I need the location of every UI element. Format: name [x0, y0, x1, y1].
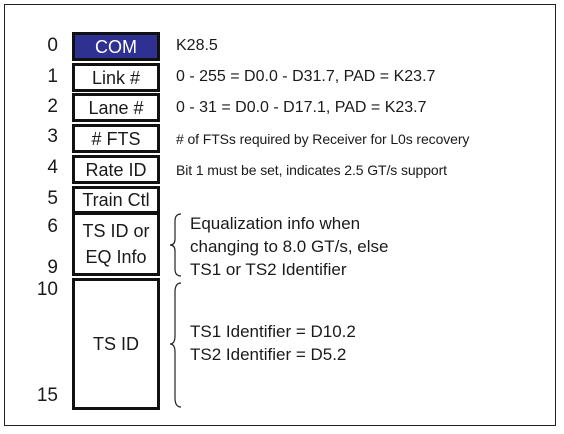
ts-id-info-line-2: TS2 Identifier = D5.2	[190, 345, 347, 364]
lane-number-description: 0 - 31 = D0.0 - D17.1, PAD = K23.7	[176, 99, 427, 116]
row-number-4: 4	[47, 157, 58, 178]
com-cell: COM	[72, 32, 160, 61]
train-ctl-label: Train Ctl	[82, 190, 150, 210]
ts-id-or-label: TS ID or	[82, 221, 150, 241]
eq-info-line-1: Equalization info when	[190, 214, 361, 233]
row-number-15: 15	[36, 385, 58, 406]
row-number-5: 5	[47, 188, 58, 209]
row-number-3: 3	[47, 126, 58, 147]
ts-id-cell: TS ID	[72, 278, 160, 410]
fts-cell: # FTS	[72, 124, 160, 153]
link-number-description: 0 - 255 = D0.0 - D31.7, PAD = K23.7	[176, 68, 436, 85]
rate-id-cell: Rate ID	[72, 155, 160, 184]
eq-info-line-3: TS1 or TS2 Identifier	[190, 260, 347, 279]
train-ctl-cell: Train Ctl	[72, 186, 160, 214]
lane-number-label: Lane #	[88, 97, 144, 118]
lane-number-cell: Lane #	[72, 93, 160, 122]
eq-info-brace	[169, 213, 182, 277]
link-number-cell: Link #	[72, 63, 160, 92]
eq-info-line-2: changing to 8.0 GT/s, else	[190, 237, 389, 256]
row-number-6: 6	[47, 216, 58, 237]
eq-info-label: EQ Info	[85, 247, 147, 267]
row-number-2: 2	[47, 96, 58, 117]
row-number-1: 1	[47, 66, 58, 87]
ts-id-info-line-1: TS1 Identifier = D10.2	[190, 322, 356, 341]
row-number-0: 0	[47, 35, 58, 56]
fts-description: # of FTSs required by Receiver for L0s r…	[176, 131, 470, 147]
ts-id-brace	[169, 282, 182, 408]
row-number-10: 10	[36, 279, 58, 300]
link-number-label: Link #	[91, 67, 141, 88]
diagram-frame	[4, 4, 556, 426]
rate-id-label: Rate ID	[85, 159, 147, 180]
ts-id-or-eq-info-cell: TS ID or EQ Info	[72, 212, 160, 276]
com-description: K28.5	[176, 37, 218, 54]
fts-label: # FTS	[91, 128, 141, 149]
row-number-9: 9	[47, 257, 58, 278]
rate-id-description: Bit 1 must be set, indicates 2.5 GT/s su…	[176, 162, 447, 178]
com-label: COM	[95, 36, 137, 57]
ts-id-label: TS ID	[92, 334, 139, 354]
